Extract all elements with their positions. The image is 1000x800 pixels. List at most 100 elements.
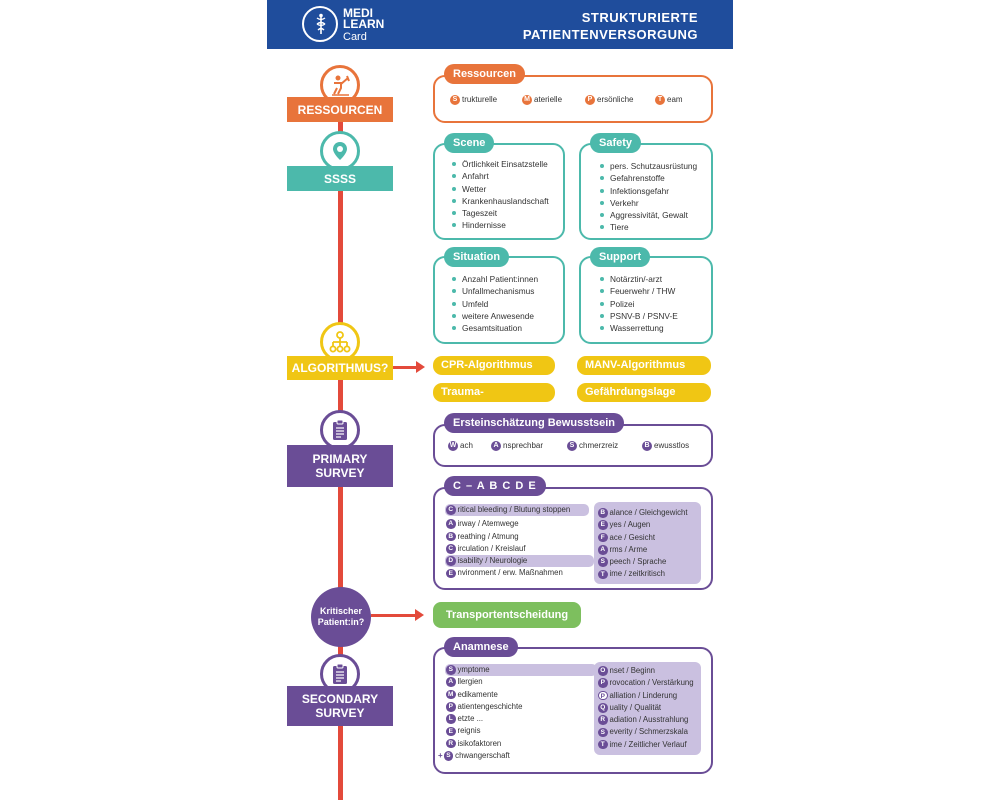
item-text: edikamente [457, 689, 498, 699]
item-text: peech / Sprache [609, 557, 667, 567]
step-algorithmus: ALGORITHMUS? [287, 356, 393, 380]
list-item: pers. Schutzausrüstung [599, 160, 697, 172]
item-text: everity / Schmerzskala [609, 727, 688, 737]
letter-badge: A [446, 677, 456, 687]
list-item: Wasserrettung [599, 322, 678, 334]
arrow-transport [371, 609, 424, 621]
clipboard-icon [333, 419, 347, 440]
list-item: weitere Anwesende [451, 310, 538, 322]
letter-badge: B [598, 508, 608, 518]
item-text: chmerzreiz [579, 441, 619, 451]
logo-text: MEDI LEARN [343, 6, 384, 30]
item-text: llergien [457, 677, 483, 687]
support-list: Notärztin/-arzt Feuerwehr / THW Polizei … [599, 273, 678, 334]
item-text: ymptome [457, 665, 490, 674]
item-text: nsprechbar [503, 441, 544, 451]
letter-badge: C [446, 505, 456, 515]
list-item: Gesamtsituation [451, 322, 538, 334]
title-line1: STRUKTURIERTE [581, 10, 698, 25]
list-item: Infektionsgefahr [599, 185, 697, 197]
item-text: reignis [457, 726, 481, 736]
item-text: irculation / Kreislauf [457, 543, 526, 553]
scene-tag: Scene [444, 133, 495, 153]
transportentscheidung: Transportentscheidung [433, 602, 581, 628]
list-item: Krankenhauslandschaft [451, 195, 549, 207]
item-text: ime / Zeitlicher Verlauf [609, 739, 687, 749]
item-text: ewusstlos [654, 441, 690, 451]
situation-tag: Situation [444, 247, 510, 267]
anamnese-tag: Anamnese [444, 637, 518, 657]
safety-tag: Safety [590, 133, 642, 153]
item-text: rms / Arme [609, 544, 648, 554]
list-item: Verkehr [599, 197, 697, 209]
letter-badge: E [446, 568, 456, 579]
letter-badge: M [446, 689, 456, 700]
item-text: ritical bleeding / Blutung stoppen [457, 505, 571, 514]
letter-badge: D [446, 556, 456, 566]
clipboard-icon [333, 663, 347, 684]
item-text: rovocation / Verstärkung [609, 678, 694, 688]
algorithm-tree-icon [329, 331, 351, 353]
list-item: Feuerwehr / THW [599, 285, 678, 297]
letter-badge: A [446, 519, 456, 529]
cabcde-tag: C – A B C D E [444, 476, 546, 496]
item-text: yes / Augen [609, 520, 651, 530]
letter-badge: P [585, 95, 595, 105]
item-text: eam [667, 95, 683, 105]
step-label: Kritischer [319, 606, 363, 616]
logo-line1: MEDI [343, 6, 373, 20]
item-text: irway / Atemwege [457, 519, 519, 529]
algo-trauma: Trauma-Algorithmus [433, 383, 555, 417]
letter-badge: P [598, 678, 608, 688]
item-text: ace / Gesicht [609, 532, 656, 542]
item-text: trukturelle [462, 95, 498, 105]
list-item: Anzahl Patient:innen [451, 273, 538, 285]
item-text: ersönliche [597, 95, 634, 105]
plus-prefix: + [438, 751, 443, 761]
step-ssss: SSSS [287, 166, 393, 191]
list-item: Tageszeit [451, 207, 549, 219]
item-text: isikofaktoren [457, 738, 502, 748]
item-text: reathing / Atmung [457, 531, 519, 541]
item-text: alliation / Linderung [609, 690, 678, 700]
cabcde-right-bg [594, 502, 701, 584]
item-text: uality / Qualität [609, 702, 662, 712]
arrow-algorithmus [393, 361, 425, 373]
item-text: adiation / Ausstrahlung [609, 715, 689, 725]
ressourcen-tag: Ressourcen [444, 64, 525, 84]
letter-badge: C [446, 544, 456, 554]
algo-gefaehrdung: Gefährdungslage [577, 383, 711, 402]
letter-badge: Q [598, 703, 608, 713]
step-label: Patient:in? [317, 617, 365, 627]
letter-badge: S [598, 557, 608, 567]
ressourcen-icon-circle [320, 65, 360, 105]
title-line2: PATIENTENVERSORGUNG [522, 27, 698, 42]
list-item: Polizei [599, 298, 678, 310]
scene-list: Örtlichkeit Einsatzstelle Anfahrt Wetter… [451, 158, 549, 232]
letter-badge: E [598, 520, 608, 530]
item-text: chwangerschaft [455, 751, 510, 761]
list-item: Tiere [599, 221, 697, 233]
letter-badge: E [446, 726, 456, 737]
primary-icon-circle [320, 410, 360, 450]
list-item: Aggressivität, Gewalt [599, 209, 697, 221]
letter-badge: M [522, 95, 532, 105]
letter-badge: O [598, 666, 608, 676]
